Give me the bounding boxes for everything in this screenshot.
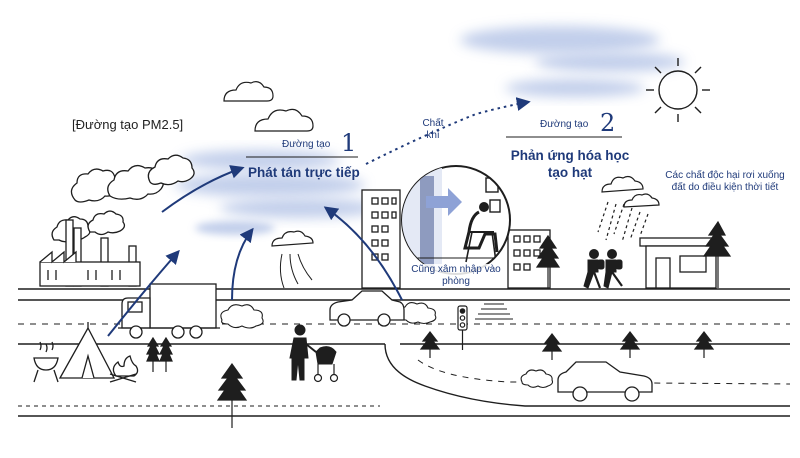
indoor-label: Cũng xâm nhập vào phòng xyxy=(408,264,504,288)
traffic-light-icon xyxy=(457,305,468,350)
truck-icon xyxy=(118,283,220,339)
tree-icon xyxy=(693,331,715,358)
cloud-icon xyxy=(623,193,660,208)
tree-icon xyxy=(146,336,160,372)
diagram-title: [Đường tạo PM2.5] xyxy=(72,117,184,132)
route-underlines xyxy=(246,136,622,158)
tree-icon xyxy=(702,220,732,288)
cloud-icon xyxy=(601,175,644,193)
route-1-label: Đường tạo xyxy=(282,139,331,150)
car-icon xyxy=(329,290,405,327)
route-2-label: Đường tạo xyxy=(540,119,589,130)
emission-arrows xyxy=(107,97,531,337)
crosswalk xyxy=(475,303,513,320)
route-1-title: Phát tán trực tiếp xyxy=(248,165,360,180)
cloud-icon xyxy=(271,230,314,247)
road xyxy=(18,288,791,417)
rain-icon xyxy=(597,201,649,243)
grill-icon xyxy=(33,341,59,383)
children-walking-icon xyxy=(583,249,623,289)
person-with-stroller-icon xyxy=(289,324,339,383)
exhaust-smoke xyxy=(220,301,554,389)
falling-pollutants xyxy=(279,253,313,289)
campfire-icon xyxy=(109,355,139,383)
tent-icon xyxy=(58,322,116,379)
woman-in-chair-icon xyxy=(401,165,511,275)
pollution-haze xyxy=(175,26,685,235)
cloud-icon xyxy=(254,108,314,132)
building-icon xyxy=(361,189,401,289)
tree-icon xyxy=(535,234,561,288)
route-2-number: 2 xyxy=(600,109,616,137)
car-icon xyxy=(557,361,653,402)
tree-icon xyxy=(216,362,248,428)
deposition-label: Các chất độc hại rơi xuống đất do điều k… xyxy=(665,170,785,193)
sun-icon xyxy=(646,58,710,122)
factory-icon xyxy=(39,154,195,287)
tree-icon xyxy=(159,336,173,372)
house-icon xyxy=(639,237,721,289)
tree-icon xyxy=(419,331,441,358)
gas-label: Chất khí xyxy=(422,118,444,141)
tree-icon xyxy=(541,333,563,360)
route-2-title: Phản ứng hóa học tạo hạt xyxy=(510,148,630,180)
tree-icon xyxy=(619,331,641,358)
cloud-icon xyxy=(223,81,274,102)
route-1-number: 1 xyxy=(341,129,357,157)
